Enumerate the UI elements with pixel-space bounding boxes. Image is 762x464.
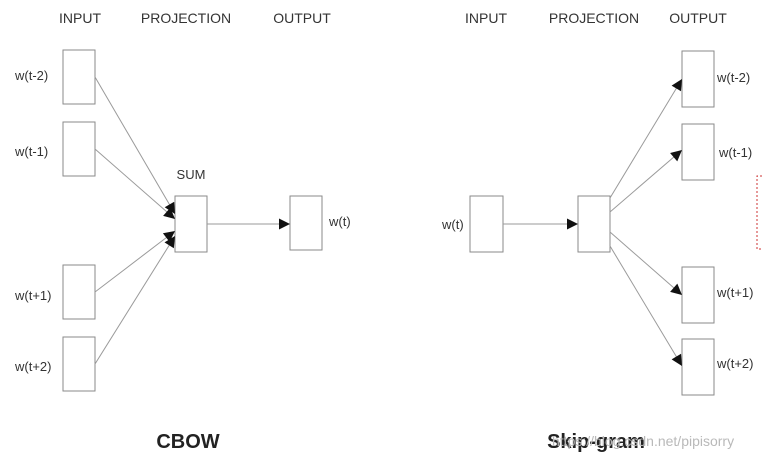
cbow-projection-box <box>174 195 208 253</box>
skipgram-output-header: OUTPUT <box>669 10 727 26</box>
skipgram-output-box-4 <box>681 338 715 396</box>
skipgram-caption: Skip-gram <box>547 431 645 453</box>
cbow-sum-label: SUM <box>177 167 206 182</box>
skipgram-input-header: INPUT <box>465 10 507 26</box>
cbow-edge-2 <box>94 148 176 220</box>
cbow-input-box-1 <box>62 49 96 105</box>
cbow-output-box <box>289 195 323 251</box>
skipgram-output-label-4: w(t+2) <box>716 356 753 371</box>
skipgram-input-box <box>469 195 504 253</box>
skipgram-output-box-3 <box>681 266 715 324</box>
skipgram-edge-4 <box>609 245 683 367</box>
skipgram-input-label: w(t) <box>441 217 464 232</box>
cbow-edge-1 <box>94 76 176 215</box>
cbow-caption: CBOW <box>156 431 219 453</box>
cbow-model: INPUT PROJECTION OUTPUT w(t-2) w(t-1) w(… <box>14 10 351 453</box>
dashed-marker <box>756 175 762 250</box>
skipgram-output-box-1 <box>681 50 715 108</box>
skipgram-projection-header: PROJECTION <box>549 10 639 26</box>
cbow-input-label-1: w(t-2) <box>14 68 48 83</box>
skipgram-output-label-3: w(t+1) <box>716 285 753 300</box>
cbow-projection-header: PROJECTION <box>141 10 231 26</box>
cbow-input-box-4 <box>62 336 96 392</box>
skipgram-model: INPUT PROJECTION OUTPUT w(t) w(t-2) w(t-… <box>441 10 753 453</box>
cbow-input-label-3: w(t+1) <box>14 288 51 303</box>
cbow-edge-3 <box>94 230 176 293</box>
cbow-output-label: w(t) <box>328 214 351 229</box>
cbow-input-label-2: w(t-1) <box>14 144 48 159</box>
skipgram-edge-2 <box>609 149 683 213</box>
skipgram-output-label-1: w(t-2) <box>716 70 750 85</box>
skipgram-edge-1 <box>609 78 683 199</box>
skipgram-output-label-2: w(t-1) <box>718 145 752 160</box>
cbow-input-box-2 <box>62 121 96 177</box>
cbow-input-header: INPUT <box>59 10 101 26</box>
watermark-text: https://blog.csdn.net/pipisorry <box>552 433 734 449</box>
cbow-output-header: OUTPUT <box>273 10 331 26</box>
cbow-input-label-4: w(t+2) <box>14 359 51 374</box>
skipgram-edge-3 <box>609 231 683 296</box>
skipgram-projection-box <box>577 195 611 253</box>
cbow-edge-4 <box>94 235 176 365</box>
skipgram-output-box-2 <box>681 123 715 181</box>
cbow-input-box-3 <box>62 264 96 320</box>
